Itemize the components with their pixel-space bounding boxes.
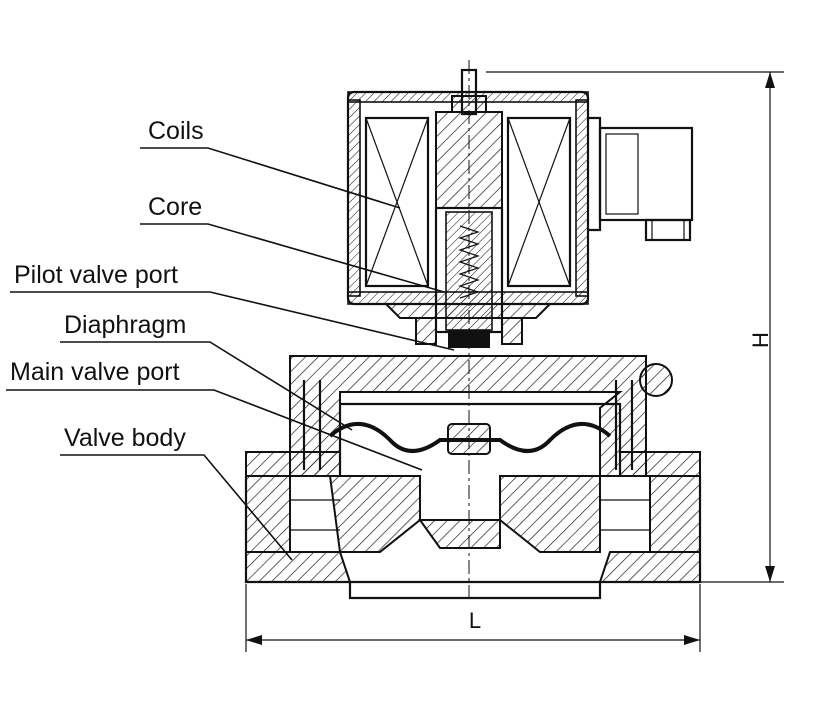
valve-body [244, 355, 702, 600]
callout-core: Core [140, 193, 445, 293]
label-diaphragm: Diaphragm [64, 311, 186, 339]
callout-pilot-valve-port: Pilot valve port [10, 261, 455, 351]
solenoid-head [346, 68, 590, 348]
coil-right [506, 116, 572, 288]
dimension-h: H [486, 71, 784, 583]
dimension-l-label: L [469, 608, 481, 633]
callout-main-valve-port: Main valve port [6, 358, 423, 471]
label-coils: Coils [148, 117, 204, 145]
spring [458, 225, 480, 299]
label-valve-body: Valve body [64, 424, 186, 452]
label-main-valve-port: Main valve port [10, 358, 180, 386]
callout-valve-body: Valve body [60, 424, 293, 561]
dimension-l: L [245, 584, 701, 652]
callout-diaphragm: Diaphragm [60, 311, 353, 431]
label-pilot-valve-port: Pilot valve port [14, 261, 178, 289]
callout-coils: Coils [140, 117, 401, 209]
label-core: Core [148, 193, 202, 221]
connector-plug [588, 116, 694, 242]
manual-override-knob [639, 363, 673, 397]
coil-left [364, 116, 430, 288]
diaphragm-part [328, 421, 612, 455]
dimension-h-label: H [748, 332, 773, 348]
